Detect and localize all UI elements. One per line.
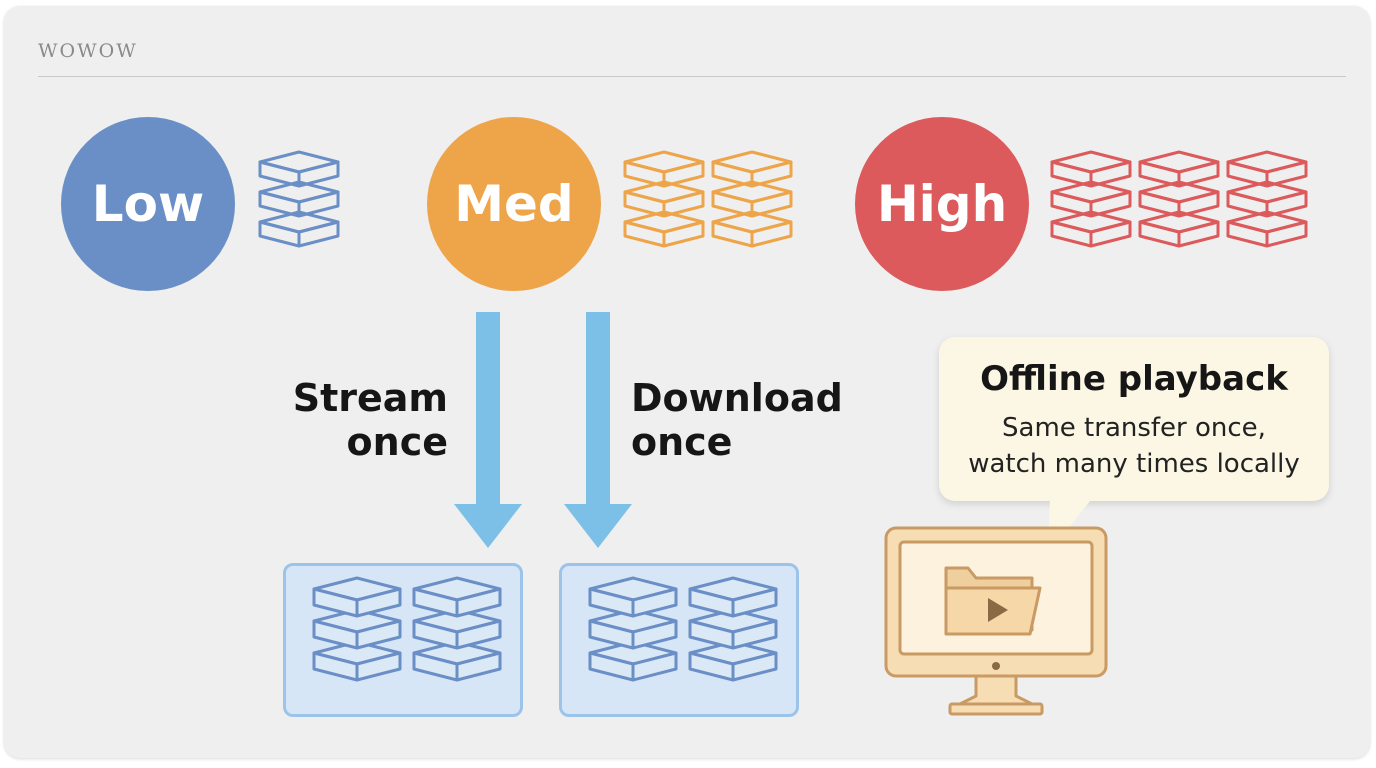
stack-slab-face bbox=[1050, 150, 1132, 174]
stack-slab-face bbox=[297, 160, 340, 188]
stack-slab-face bbox=[750, 220, 793, 248]
stack-slab-face bbox=[1089, 160, 1132, 188]
stack-slab-face bbox=[1138, 220, 1181, 248]
computer-monitor-icon bbox=[884, 526, 1108, 716]
stack-slab-face bbox=[631, 587, 678, 618]
play-icon bbox=[988, 598, 1008, 622]
stack-slab-face bbox=[1265, 160, 1308, 188]
stack-slab-face bbox=[750, 190, 793, 218]
high-data-stack-icon bbox=[1050, 150, 1308, 248]
stack-slab-face bbox=[711, 150, 793, 174]
stack-slab-face bbox=[631, 619, 678, 650]
stack-slab-face bbox=[711, 220, 754, 248]
stack-slab-face bbox=[731, 619, 778, 650]
stream-destination-box bbox=[283, 563, 523, 717]
header-divider bbox=[38, 76, 1346, 77]
stack-slab-face bbox=[623, 220, 666, 248]
level-high-circle: High bbox=[855, 117, 1029, 291]
brand-logo: WOWOW bbox=[38, 40, 138, 62]
level-med-circle: Med bbox=[427, 117, 601, 291]
stack-slab-face bbox=[455, 587, 502, 618]
stack-slab-face bbox=[258, 220, 301, 248]
stack-slab-face bbox=[455, 651, 502, 682]
download-arrow-icon bbox=[564, 312, 632, 548]
stack-slab-face bbox=[258, 150, 340, 174]
download-data-stack-icon bbox=[588, 576, 778, 682]
stack-slab-face bbox=[297, 190, 340, 218]
med-data-stack-icon bbox=[623, 150, 793, 248]
stack-slab-face bbox=[455, 619, 502, 650]
stack-slab-face bbox=[355, 619, 402, 650]
low-data-stack-icon bbox=[258, 150, 340, 248]
stack-slab-face bbox=[1089, 220, 1132, 248]
level-low-circle: Low bbox=[61, 117, 235, 291]
stack-slab-face bbox=[1265, 220, 1308, 248]
stack-slab-face bbox=[355, 587, 402, 618]
stack-slab-face bbox=[731, 651, 778, 682]
stream-once-label: Stream once bbox=[292, 376, 448, 464]
stack-slab-face bbox=[1226, 150, 1308, 174]
stack-slab-face bbox=[297, 220, 340, 248]
stack-slab-face bbox=[623, 150, 705, 174]
callout-body: Same transfer once, watch many times loc… bbox=[968, 413, 1300, 479]
download-destination-box bbox=[559, 563, 799, 717]
download-once-label: Download once bbox=[631, 376, 843, 464]
stack-slab-face bbox=[731, 587, 778, 618]
stack-slab-face bbox=[1177, 160, 1220, 188]
stream-arrow-icon bbox=[454, 312, 522, 548]
stream-data-stack-icon bbox=[312, 576, 502, 682]
video-folder-icon bbox=[944, 566, 1042, 636]
stack-slab-face bbox=[750, 160, 793, 188]
offline-playback-callout: Offline playback Same transfer once, wat… bbox=[939, 337, 1329, 501]
callout-title: Offline playback bbox=[980, 359, 1288, 399]
stack-slab-face bbox=[1138, 150, 1220, 174]
stack-slab-face bbox=[631, 651, 678, 682]
diagram-panel: WOWOW Low Med High Stream once Download … bbox=[4, 6, 1370, 758]
stack-slab-face bbox=[1177, 220, 1220, 248]
stack-slab-face bbox=[1050, 220, 1093, 248]
stack-slab-face bbox=[1177, 190, 1220, 218]
stack-slab-face bbox=[355, 651, 402, 682]
stack-slab-face bbox=[662, 190, 705, 218]
stack-slab-face bbox=[662, 160, 705, 188]
stack-slab-face bbox=[1089, 190, 1132, 218]
stack-slab-face bbox=[1265, 190, 1308, 218]
stack-slab-face bbox=[1226, 220, 1269, 248]
stack-slab-face bbox=[662, 220, 705, 248]
